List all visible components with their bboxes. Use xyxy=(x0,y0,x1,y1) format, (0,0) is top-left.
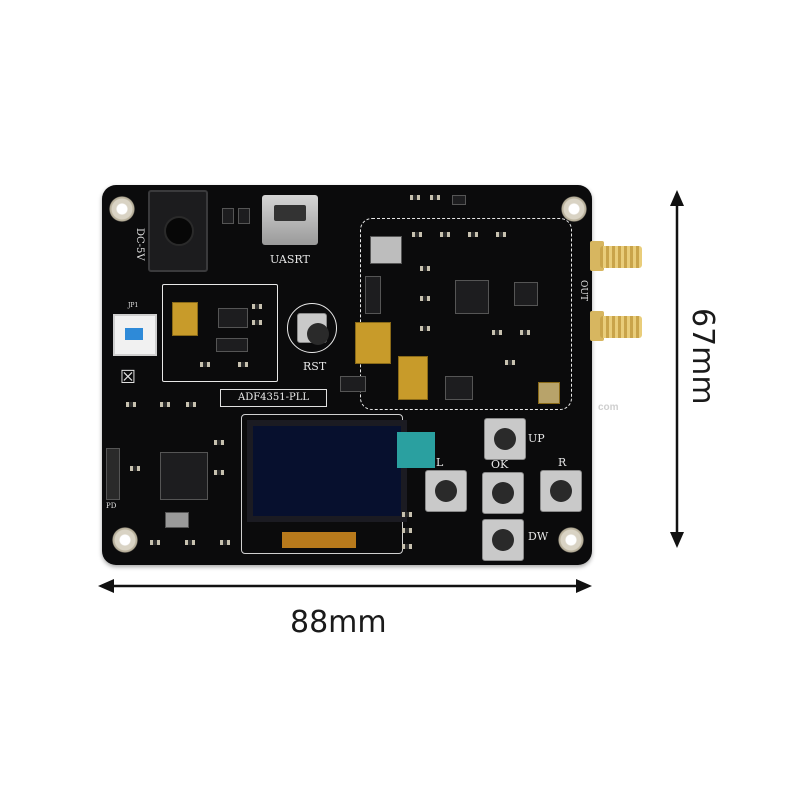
height-arrow xyxy=(670,190,684,548)
height-label: 67mm xyxy=(685,308,720,405)
arrow-up-icon xyxy=(670,190,684,206)
capacitor xyxy=(216,338,248,352)
oled-flex-cable xyxy=(282,532,356,548)
power-switch xyxy=(113,314,157,356)
led xyxy=(452,195,466,205)
smd-part xyxy=(520,330,530,335)
arrow-down-icon xyxy=(670,532,684,548)
watermark: com xyxy=(598,402,619,413)
sma-connector-top xyxy=(600,246,642,268)
mounting-hole-top-left xyxy=(109,196,135,222)
reset-button xyxy=(297,313,329,345)
width-arrow xyxy=(98,579,592,593)
mounting-hole-top-right xyxy=(561,196,587,222)
smd-part xyxy=(420,326,430,331)
inductor xyxy=(538,382,560,404)
down-label: DW xyxy=(528,530,549,543)
smd-part xyxy=(420,296,430,301)
usb-label: UASRT xyxy=(270,253,310,266)
switch-label: JP1 xyxy=(128,302,139,309)
left-button xyxy=(425,470,467,512)
smd-part xyxy=(468,232,478,237)
right-label: R xyxy=(558,456,567,469)
up-label: UP xyxy=(528,432,545,445)
smd-part xyxy=(220,540,230,545)
smd-part xyxy=(214,470,224,475)
smd-part xyxy=(440,232,450,237)
reset-ring xyxy=(287,303,337,353)
smd-part xyxy=(186,402,196,407)
recycle-bin-icon: ☒ xyxy=(119,367,137,387)
smd-part xyxy=(126,402,136,407)
gold-capacitor xyxy=(398,356,428,400)
width-label: 88mm xyxy=(290,605,387,640)
ok-label: OK xyxy=(491,458,509,471)
reset-label: RST xyxy=(303,360,327,373)
smd-part xyxy=(200,362,210,367)
regulator-frame xyxy=(162,284,278,382)
smd-part xyxy=(130,466,140,471)
rf-section-frame xyxy=(360,218,572,410)
teal-marker xyxy=(397,432,435,468)
ic-chip xyxy=(445,376,473,400)
smd-part xyxy=(412,232,422,237)
right-button xyxy=(540,470,582,512)
connector-header xyxy=(365,276,381,314)
smd-part xyxy=(214,440,224,445)
smd-part xyxy=(496,232,506,237)
smd-part xyxy=(402,544,412,549)
smd-part xyxy=(238,362,248,367)
crystal-oscillator xyxy=(370,236,402,264)
smd-part xyxy=(402,528,412,533)
sma-reference-input xyxy=(355,322,391,364)
smd-part xyxy=(410,195,420,200)
mounting-hole-bottom-right xyxy=(558,527,584,553)
arrow-left-icon xyxy=(98,579,114,593)
diode xyxy=(238,208,250,224)
header-label: PD xyxy=(106,502,117,510)
ok-button xyxy=(482,472,524,514)
smd-part xyxy=(402,512,412,517)
dc-power-jack xyxy=(148,190,208,272)
mounting-hole-bottom-left xyxy=(112,527,138,553)
amplifier-chip xyxy=(514,282,538,306)
down-button xyxy=(482,519,524,561)
smd-part xyxy=(185,540,195,545)
arrow-right-icon xyxy=(576,579,592,593)
tantalum-capacitor xyxy=(172,302,198,336)
smd-part xyxy=(252,320,262,325)
smd-part xyxy=(420,266,430,271)
smd-part xyxy=(150,540,160,545)
smd-part xyxy=(505,360,515,365)
microcontroller xyxy=(160,452,208,500)
smd-part xyxy=(252,304,262,309)
smd-part xyxy=(160,402,170,407)
usb-connector xyxy=(262,195,318,245)
pll-chip xyxy=(455,280,489,314)
left-label: L xyxy=(436,456,444,469)
smd-part xyxy=(430,195,440,200)
transistor xyxy=(340,376,366,392)
board-name-label: ADF4351-PLL xyxy=(220,389,327,407)
up-button xyxy=(484,418,526,460)
pin-header xyxy=(106,448,120,500)
oled-display xyxy=(247,420,407,522)
diode xyxy=(222,208,234,224)
smd-part xyxy=(492,330,502,335)
crystal xyxy=(165,512,189,528)
sma-connector-bottom xyxy=(600,316,642,338)
regulator-chip xyxy=(218,308,248,328)
